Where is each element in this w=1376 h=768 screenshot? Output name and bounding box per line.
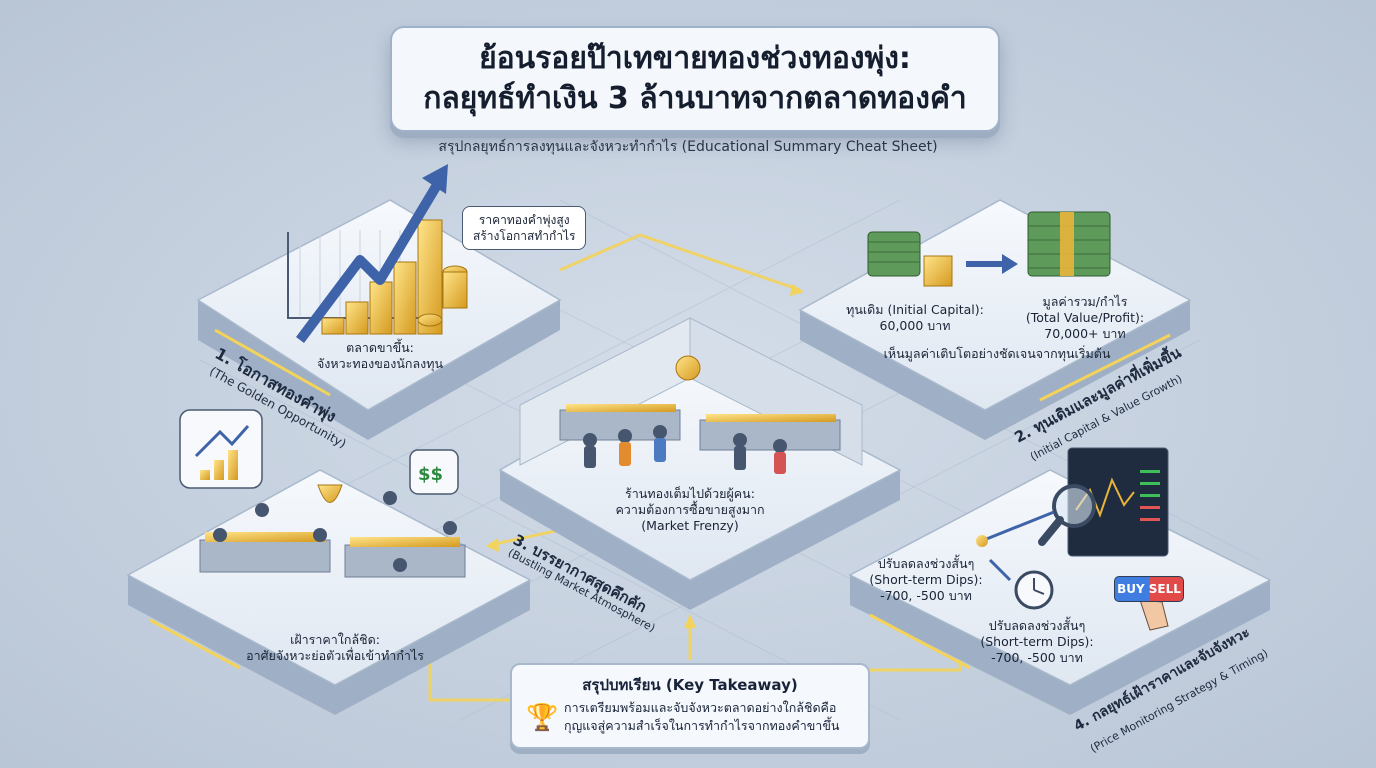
panel4-dip1-line3: -700, -500 บาท [880,588,972,603]
buy-sell-button[interactable]: BUY SELL [1114,576,1184,602]
panel1-bubble-line2: สร้างโอกาสทำกำไร [473,229,576,243]
panel3-bottom-line1: เฝ้าราคาใกล้ชิด: [290,632,380,647]
panel2-total-value: 70,000+ บาท [1044,326,1126,341]
panel3-center-line2: ความต้องการซื้อขายสูงมาก [615,502,765,517]
panel2-total: มูลค่ารวม/กำไร (Total Value/Profit): 70,… [1010,294,1160,342]
panel2-total-label-th: มูลค่ารวม/กำไร [1042,294,1128,309]
panel3b-platform: $$ [126,409,532,715]
takeaway-body: การเตรียมพร้อมและจับจังหวะตลาดอย่างใกล้ช… [564,699,839,735]
takeaway-title: สรุปบทเรียน (Key Takeaway) [582,676,798,694]
panel1-bubble-line1: ราคาทองคำพุ่งสูง [478,213,570,227]
panel2-capital-label: ทุนเดิม (Initial Capital): [846,302,984,317]
panel1-caption-line1: ตลาดขาขึ้น: [346,340,414,355]
panel4-dip2-line3: -700, -500 บาท [991,650,1083,665]
title-line-1: ย้อนรอยป๊าเทขายทองช่วงทองพุ่ง: [479,41,911,76]
panel2-total-label-en: (Total Value/Profit): [1025,310,1145,325]
panel4-dip2-line2: (Short-term Dips): [980,634,1094,649]
panel4-dip1-line1: ปรับลดลงช่วงสั้นๆ [877,556,975,571]
panel3-bottom-line2: อาศัยจังหวะย่อตัวเพื่อเข้าทำกำไร [246,648,424,663]
panel4-dip1-line2: (Short-term Dips): [869,572,983,587]
panel3-bottom-caption: เฝ้าราคาใกล้ชิด: อาศัยจังหวะย่อตัวเพื่อเ… [220,632,450,664]
panel3-center-line3: (Market Frenzy) [641,518,739,533]
panel2-platform [798,199,1192,440]
trophy-icon: 🏆 [526,703,559,733]
panel4-dip2: ปรับลดลงช่วงสั้นๆ (Short-term Dips): -70… [972,618,1102,666]
panel3-center-caption: ร้านทองเต็มไปด้วยผู้คน: ความต้องการซื้อข… [580,486,800,534]
panel2-capital-value: 60,000 บาท [879,318,951,333]
panel1-caption-line2: จังหวะทองของนักลงทุน [316,356,444,371]
panel3-center-line1: ร้านทองเต็มไปด้วยผู้คน: [625,486,755,501]
panel3-shop [498,317,902,610]
panel1-bubble: ราคาทองคำพุ่งสูง สร้างโอกาสทำกำไร [462,206,587,250]
panel4-platform [848,447,1272,715]
title-line-2: กลยุทธ์ทำเงิน 3 ล้านบาทจากตลาดทองคำ [423,81,967,116]
key-takeaway-box: สรุปบทเรียน (Key Takeaway) 🏆 การเตรียมพร… [510,663,870,749]
takeaway-line1: การเตรียมพร้อมและจับจังหวะตลาดอย่างใกล้ช… [564,700,837,715]
panel4-dip1: ปรับลดลงช่วงสั้นๆ (Short-term Dips): -70… [866,556,986,604]
buy-label: BUY [1117,582,1145,596]
svg-text:$$: $$ [418,464,443,485]
panel1-platform [196,164,562,440]
panel2-caption: เห็นมูลค่าเติบโตอย่างชัดเจนจากทุนเริ่มต้… [883,346,1111,361]
panel4-dip2-line1: ปรับลดลงช่วงสั้นๆ [988,618,1086,633]
subtitle: สรุปกลยุทธ์การลงทุนและจังหวะทำกำไร (Educ… [438,139,938,155]
sell-label: SELL [1148,582,1181,596]
panel2-capital: ทุนเดิม (Initial Capital): 60,000 บาท [830,302,1000,334]
title-box: ย้อนรอยป๊าเทขายทองช่วงทองพุ่ง: กลยุทธ์ทำ… [390,26,1000,132]
takeaway-line2: กุญแจสู่ความสำเร็จในการทำกำไรจากทองคำขาข… [564,718,840,733]
panel1-caption: ตลาดขาขึ้น: จังหวะทองของนักลงทุน [300,340,460,372]
